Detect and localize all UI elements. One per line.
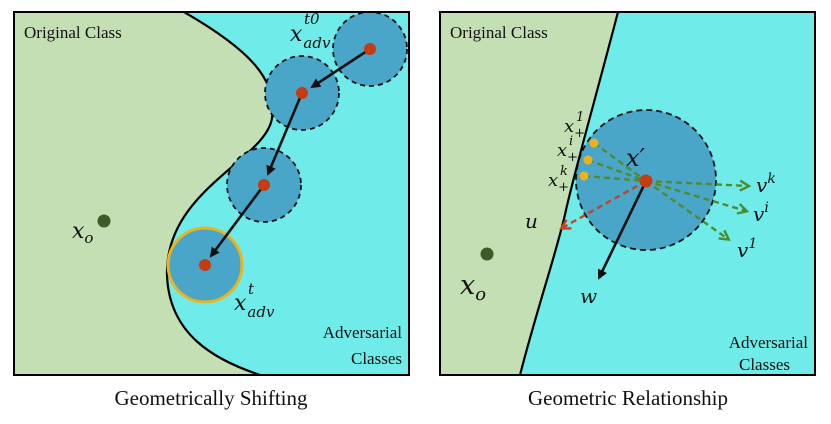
left-x0-point — [97, 214, 111, 228]
left-shift-arrow-1 — [310, 47, 371, 89]
left-x0-label: xo — [72, 219, 93, 247]
right-v1-label: v1 — [737, 236, 757, 262]
left-x-adv-t-sup: t — [248, 280, 255, 298]
right-original-label: Original Class — [450, 23, 548, 42]
right-w-arrow — [597, 180, 648, 280]
left-x-adv-t0-sup: t0 — [304, 10, 320, 28]
right-green-line-i — [587, 158, 647, 183]
right-x-plus-k-label: x+ — [548, 170, 569, 195]
right-vk-label: vk — [756, 171, 776, 197]
left-point-2 — [296, 87, 308, 99]
right-x-plus-1-label: x+ — [564, 116, 585, 141]
left-point-3 — [258, 179, 270, 191]
left-x-adv-t0-label: xadv — [290, 22, 331, 52]
right-panel-border — [439, 11, 816, 376]
right-classes-label: Classes — [739, 355, 790, 374]
right-x-plus-k-point — [579, 171, 589, 181]
left-shift-arrow-2 — [266, 92, 304, 176]
right-green-line-k — [583, 174, 647, 183]
right-gradient-arrow-v1 — [645, 180, 728, 239]
left-decision-boundary — [165, 12, 274, 375]
right-green-line-1 — [593, 142, 647, 182]
right-x-plus-i-sup: i — [569, 134, 573, 149]
left-caption: Geometrically Shifting — [114, 386, 308, 410]
left-panel: Original Class Adversarial Classes xo xa… — [13, 10, 410, 376]
right-x0-point — [480, 247, 494, 261]
right-x-plus-i-label: x+ — [557, 140, 578, 165]
right-x-plus-1-sup: 1 — [576, 110, 584, 125]
right-original-region — [440, 12, 618, 375]
left-panel-border — [13, 11, 410, 376]
right-u-arrow — [562, 179, 647, 228]
left-original-label: Original Class — [24, 23, 122, 42]
left-shift-arrow-3 — [209, 184, 266, 258]
right-caption: Geometric Relationship — [528, 386, 728, 410]
right-x-plus-k-sup: k — [560, 164, 568, 179]
right-x0-label: xo — [460, 270, 486, 305]
right-panel: Original Class Adversarial Classes xo x′… — [439, 11, 816, 376]
left-classes-label: Classes — [351, 349, 402, 368]
right-x-plus-1-point — [589, 138, 599, 148]
left-adversarial-label: Adversarial — [323, 323, 403, 342]
right-adversarial-label: Adversarial — [729, 333, 809, 352]
left-x-adv-t-label: xadv — [234, 291, 275, 321]
right-gradient-arrow-vk — [645, 181, 748, 186]
right-x-plus-i-point — [583, 155, 593, 165]
right-gradient-arrow-vi — [645, 179, 746, 211]
right-decision-boundary — [518, 12, 620, 375]
right-x-prime-point — [639, 174, 653, 188]
left-point-1 — [364, 43, 376, 55]
left-point-final — [199, 259, 211, 271]
right-vi-label: vi — [753, 200, 769, 226]
right-u-label: u — [525, 209, 538, 233]
right-w-label: w — [580, 284, 597, 308]
right-x-prime-label: x′ — [626, 144, 646, 172]
